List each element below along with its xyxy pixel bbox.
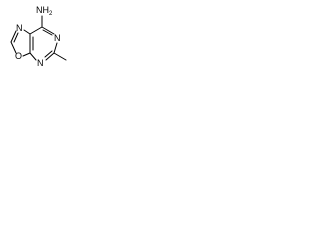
atom-labels: NH2 N O N N: [15, 5, 61, 68]
bond-n4-c3a: [29, 52, 37, 61]
atom-label-pyrimidine-n-top: N: [54, 33, 61, 43]
bond-n6-c5: [53, 42, 58, 54]
atom-label-oxazole-n: N: [16, 23, 23, 33]
bond-n1-c2: [10, 30, 17, 43]
molecule-structure: NH2 N O N N: [10, 5, 67, 68]
bond-c7-n6: [41, 26, 55, 35]
bond-c7a-n1: [23, 29, 31, 35]
bond-c7-n6-double: [42, 29, 53, 36]
bond-o3-c3a: [22, 52, 31, 57]
bond-layer: [10, 15, 67, 61]
bond-c5-methyl: [53, 52, 67, 61]
bond-c5-n4: [45, 52, 55, 61]
bond-c5-n4-double: [44, 50, 53, 58]
atom-label-pyrimidine-n-bottom: N: [37, 58, 44, 68]
atom-label-oxazole-o: O: [15, 51, 22, 61]
bond-c2-o3: [10, 41, 17, 54]
bond-c7a-c7: [29, 26, 43, 35]
atom-label-amine: NH2: [36, 5, 53, 17]
bond-n1-c2-double: [13, 32, 19, 43]
